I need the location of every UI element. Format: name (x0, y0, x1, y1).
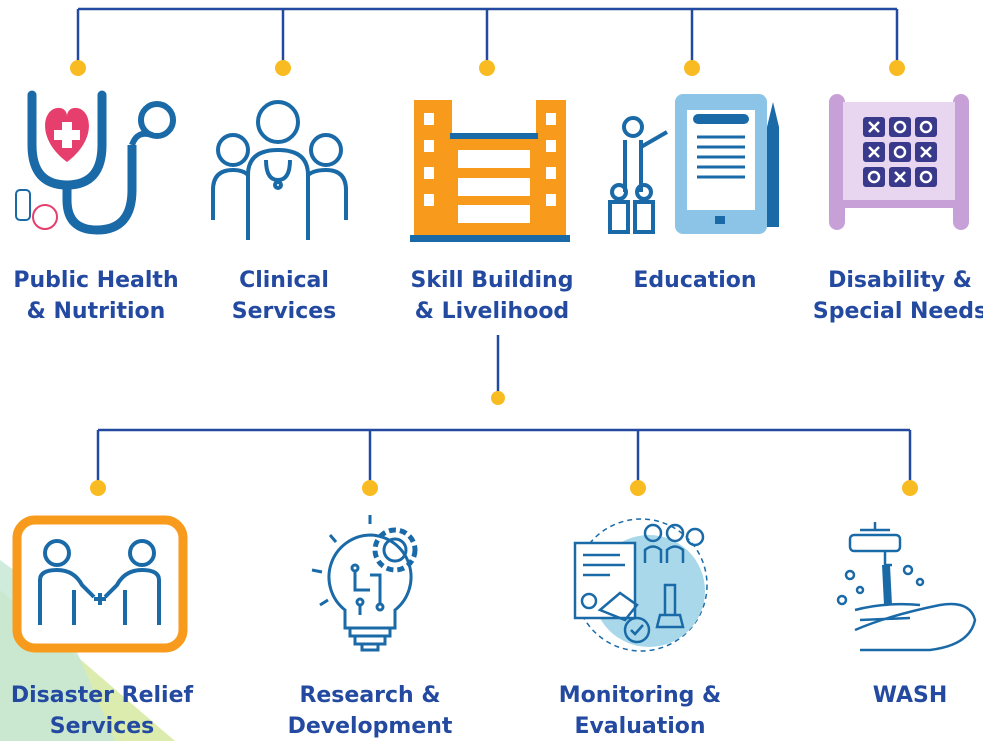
connector-dot (70, 60, 86, 76)
label-skill-building-livelihood: Skill Building& Livelihood (410, 268, 574, 324)
label-public-health-nutrition: Public Health& Nutrition (13, 268, 179, 324)
connector-dot (684, 60, 700, 76)
label-disability-special-needs: Disability &Special Needs (812, 268, 983, 324)
connector-dot (902, 480, 918, 496)
lightbulb-gear-icon (311, 515, 418, 652)
connector-dot (479, 60, 495, 76)
label-research-development: Research &Development (287, 683, 453, 739)
connector-dot (889, 60, 905, 76)
connector-dot (630, 480, 646, 496)
connector-dot (362, 480, 378, 496)
label-wash: WASH (872, 683, 948, 708)
building-icon (410, 100, 570, 242)
tap-handwash-icon (836, 522, 977, 652)
stethoscope-heart-icon (15, 90, 176, 235)
tic-tac-toe-board-icon (829, 94, 969, 230)
label-education: Education (633, 268, 757, 293)
label-monitoring-evaluation: Monitoring &Evaluation (558, 683, 722, 739)
medical-team-icon (211, 100, 348, 240)
teacher-tablet-icon (608, 94, 779, 234)
connector-dot (491, 391, 505, 405)
connector-dot (275, 60, 291, 76)
first-aid-people-icon (12, 515, 188, 653)
connector-dot (90, 480, 106, 496)
handshake-document-icon (573, 518, 708, 652)
